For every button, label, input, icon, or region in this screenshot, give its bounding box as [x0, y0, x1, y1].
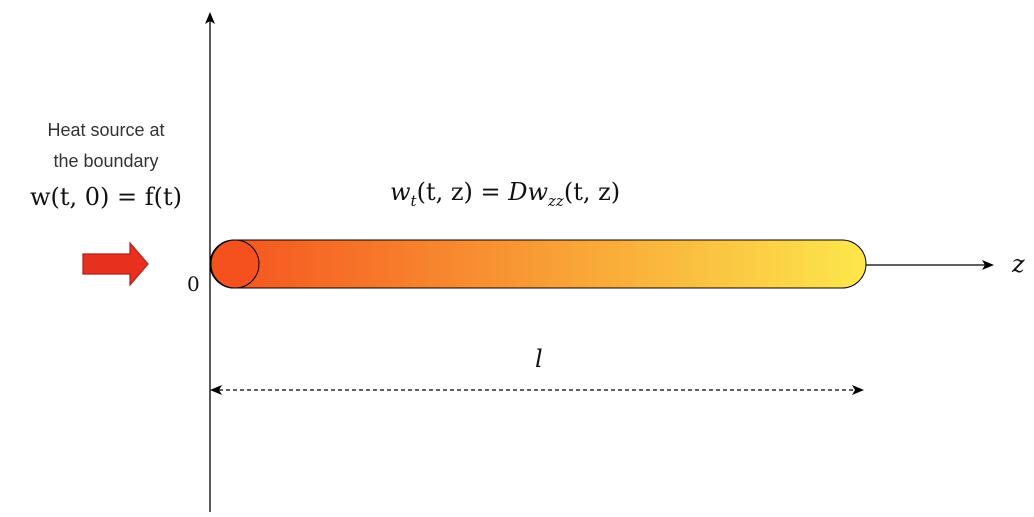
heat-source-arrow	[82, 241, 149, 287]
origin-label: 0	[187, 272, 200, 296]
z-axis-label: z	[1011, 250, 1025, 278]
rod-end-cap	[210, 239, 260, 289]
heated-rod	[209, 239, 867, 289]
heat-source-label-line1: Heat source at	[47, 120, 164, 140]
heat-source-label-line2: the boundary	[53, 151, 158, 171]
heat-equation: wt(t, z) = Dwzz(t, z)	[390, 178, 620, 210]
length-label: l	[535, 345, 543, 373]
boundary-condition: w(t, 0) = f(t)	[30, 183, 182, 211]
